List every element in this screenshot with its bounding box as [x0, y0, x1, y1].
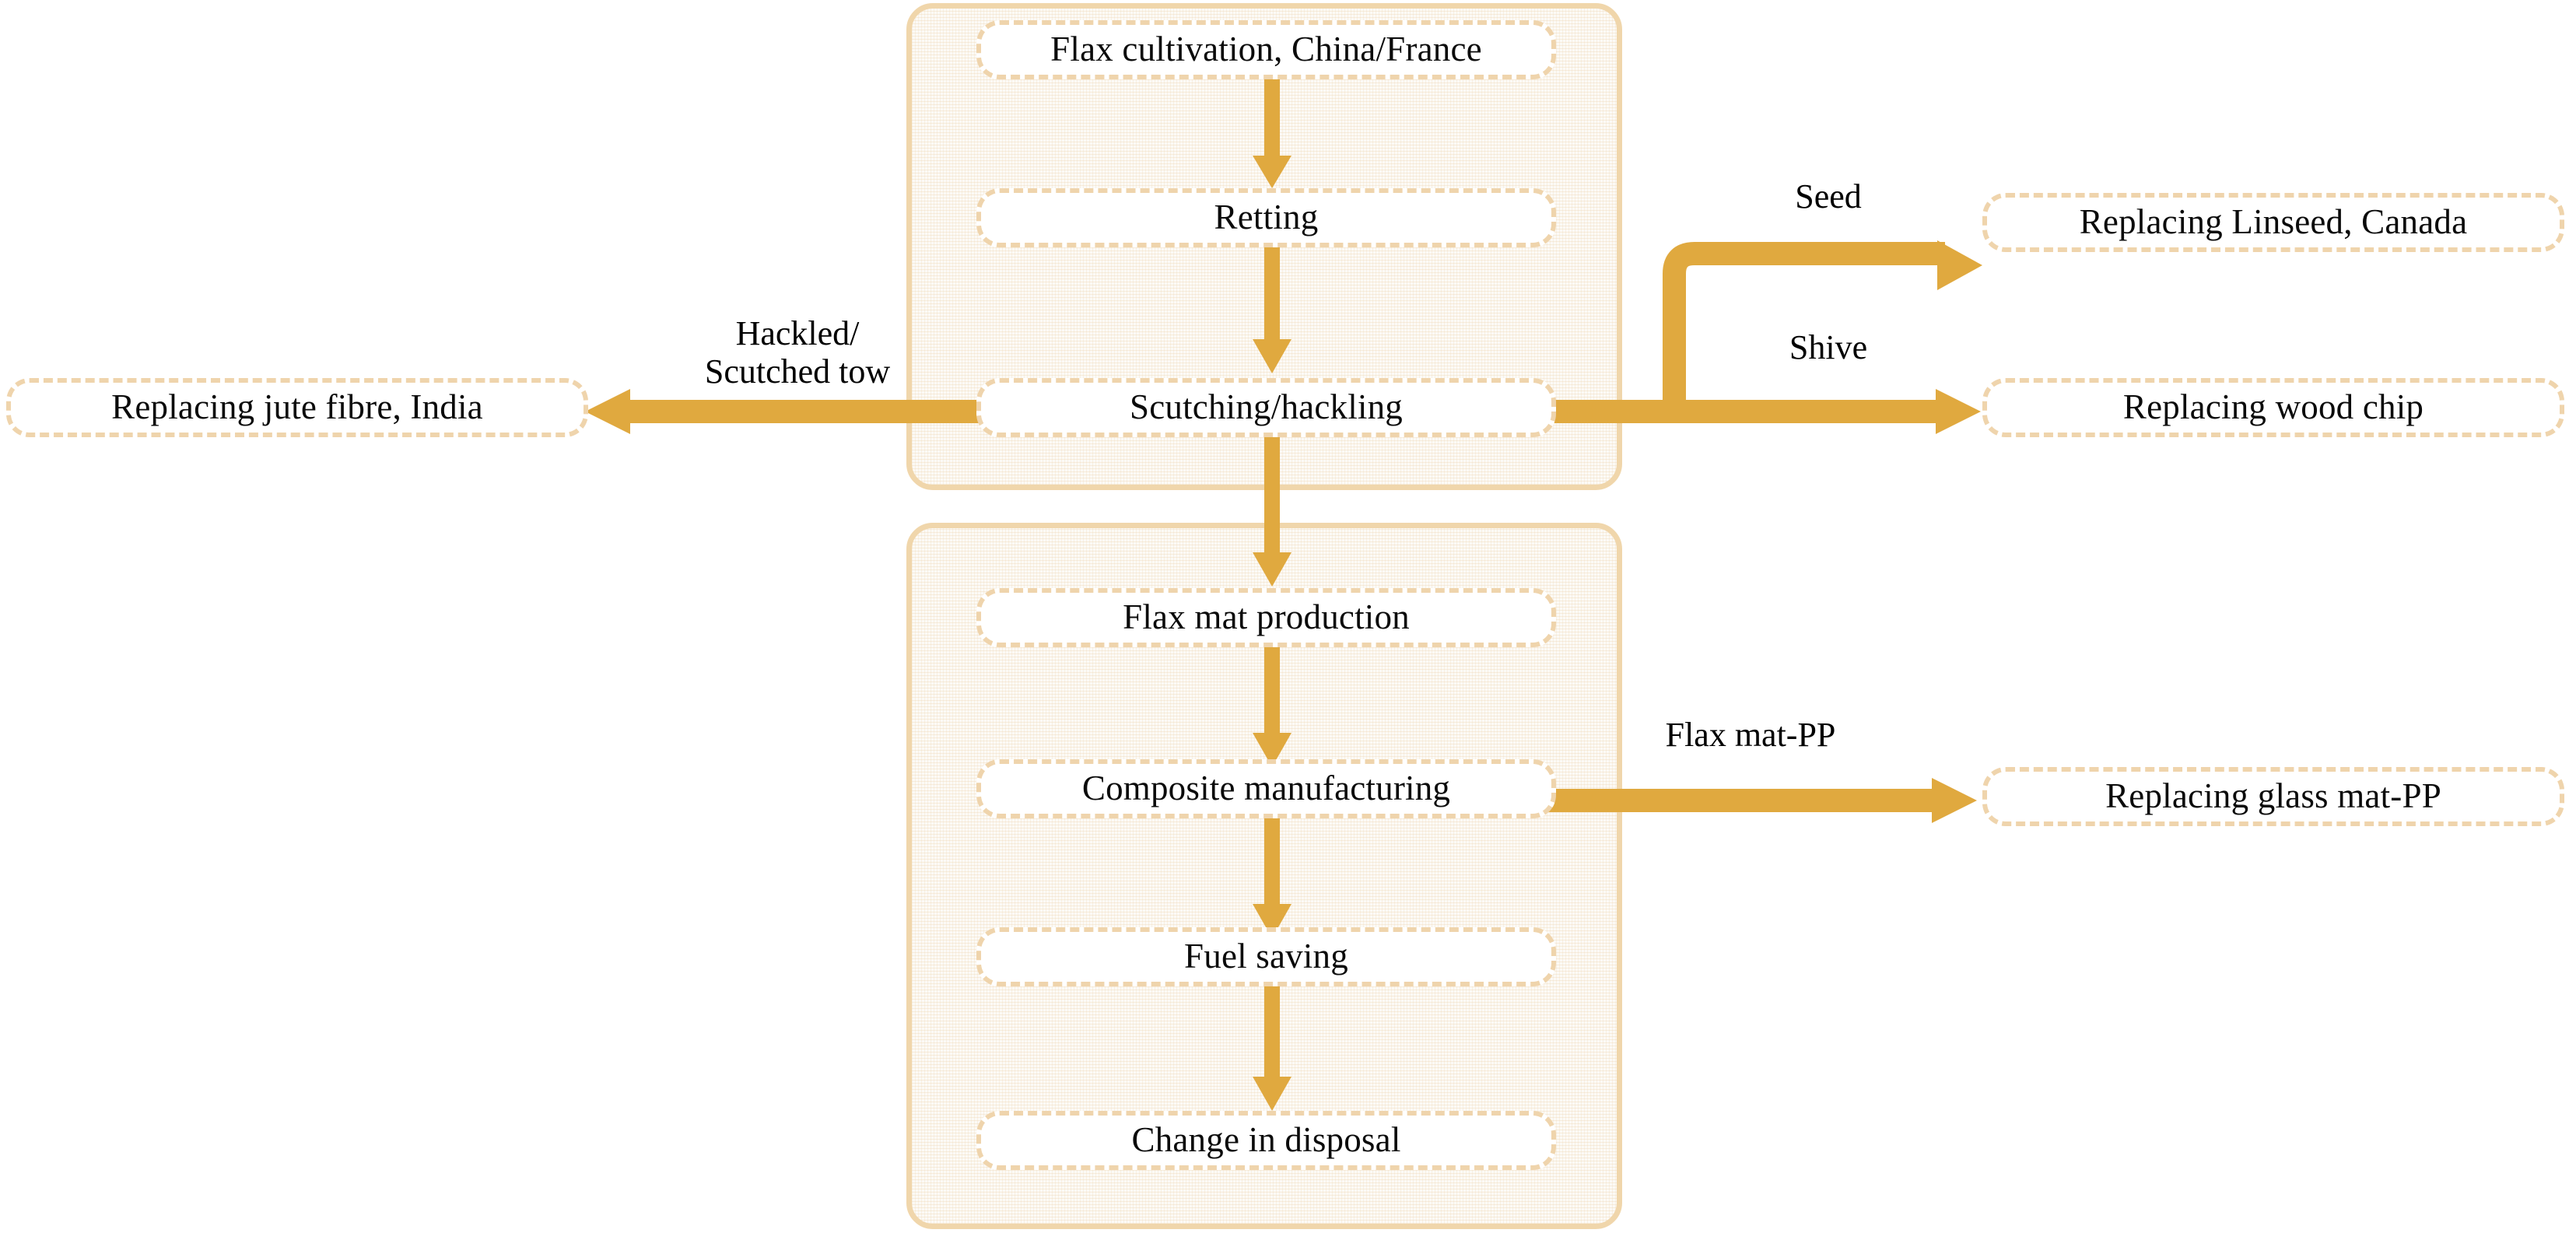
node-replacing-linseed[interactable]: Replacing Linseed, Canada	[1982, 193, 2564, 252]
node-replacing-jute-fibre[interactable]: Replacing jute fibre, India	[6, 378, 588, 437]
node-flax-mat-production[interactable]: Flax mat production	[976, 588, 1556, 647]
edge-label-flax-mat-pp: Flax mat-PP	[1665, 716, 1836, 754]
node-flax-cultivation[interactable]: Flax cultivation, China/France	[976, 20, 1556, 79]
node-replacing-glass-mat-pp[interactable]: Replacing glass mat-PP	[1982, 767, 2564, 826]
node-replacing-wood-chip[interactable]: Replacing wood chip	[1982, 378, 2564, 437]
arrow-scutching-to-linseed	[1663, 240, 1982, 417]
edge-label-seed: Seed	[1795, 177, 1862, 215]
node-change-in-disposal[interactable]: Change in disposal	[976, 1111, 1556, 1170]
node-fuel-saving[interactable]: Fuel saving	[976, 927, 1556, 986]
node-retting[interactable]: Retting	[976, 188, 1556, 247]
edge-label-hackled-scutched-tow: Hackled/ Scutched tow	[704, 314, 891, 391]
node-scutching-hackling[interactable]: Scutching/hackling	[976, 378, 1556, 437]
node-composite-manufacturing[interactable]: Composite manufacturing	[976, 759, 1556, 818]
edge-label-shive: Shive	[1789, 328, 1868, 366]
